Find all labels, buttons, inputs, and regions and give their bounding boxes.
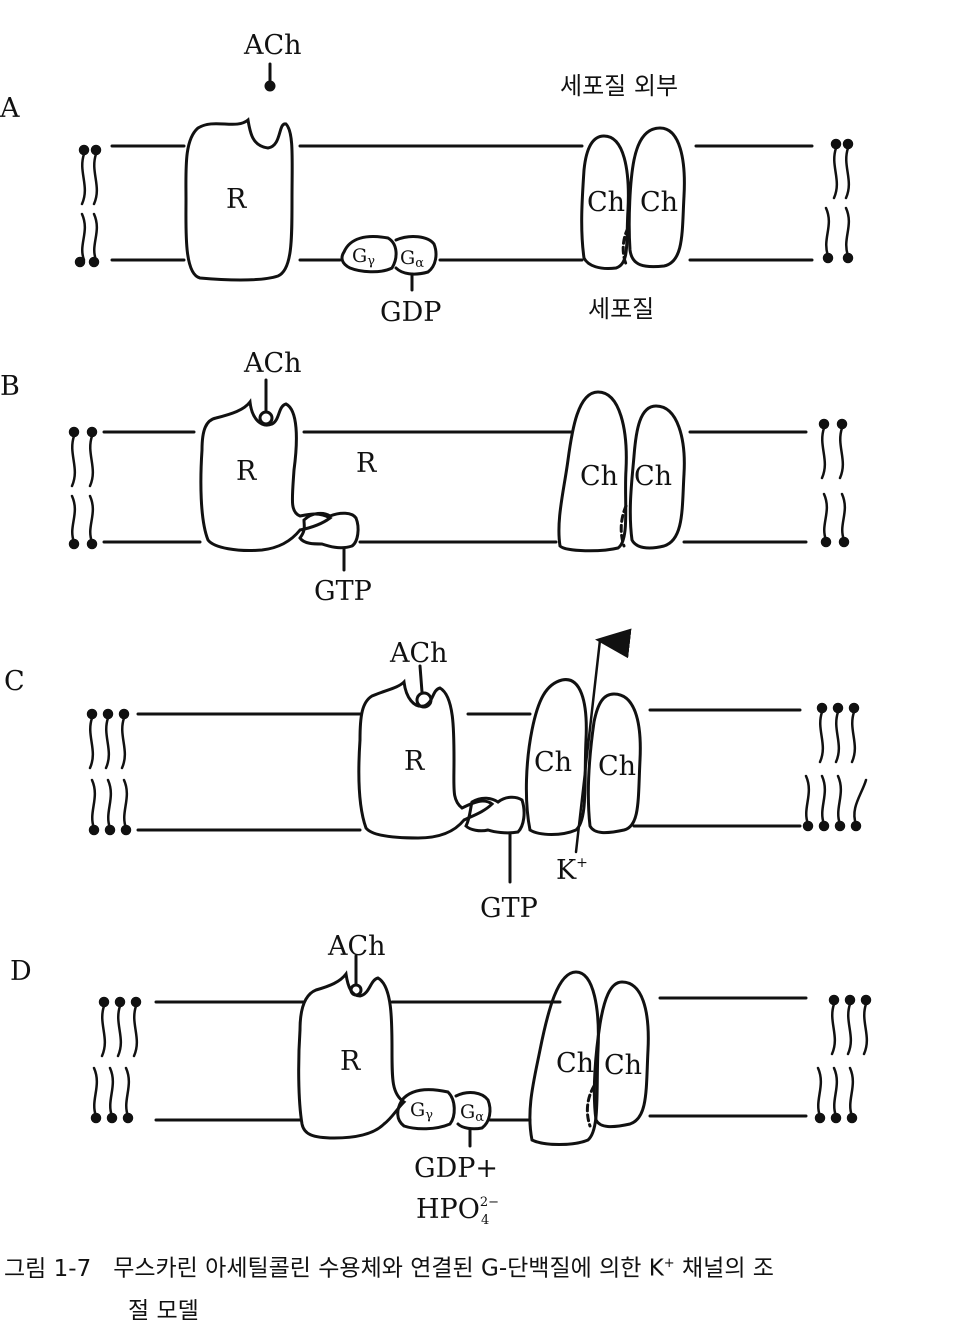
ach-bound-icon [415, 691, 433, 709]
ach-label: ACh [243, 348, 302, 379]
channel-right-shape [592, 980, 650, 1129]
figure-caption: 그림 1-7 무스카린 아세틸콜린 수용체와 연결된 G-단백질에 의한 K+ 채… [4, 1243, 964, 1332]
receptor-label: R [404, 746, 425, 777]
gdp-label: GDP [380, 297, 441, 328]
g-protein-alpha-label: Gα [400, 247, 424, 271]
lipid-bilayer-right-icon [822, 138, 854, 264]
lipid-bilayer-left-icon [74, 144, 102, 268]
g-protein-gamma-label: Gγ [352, 245, 375, 269]
channel-dashed-outline [585, 1084, 596, 1128]
lipid-bilayer-left-icon [90, 996, 142, 1124]
channel-label: Ch [604, 1050, 642, 1081]
ach-label: ACh [389, 638, 448, 669]
channel-left-shape [580, 134, 630, 270]
channel-label: Ch [580, 461, 618, 492]
gdp-label: GDP+ [414, 1153, 498, 1184]
channel-label: Ch [640, 187, 678, 218]
channel-left-shape [557, 390, 628, 553]
g-protein-alpha-label: Gα [460, 1101, 484, 1125]
panel-label-d: D [10, 956, 32, 987]
g-protein-alpha-shape [394, 235, 438, 276]
panel-a-labels: A ACh R Ch Ch Gγ Gα GDP 세포질 외부 세포질 [0, 30, 678, 328]
phosphate-label: HPO2−4 [416, 1194, 499, 1228]
ach-label: ACh [243, 30, 302, 61]
lipid-bilayer-left-icon [68, 426, 98, 550]
caption-number: 그림 1-7 [4, 1255, 92, 1282]
receptor-label: R [226, 184, 247, 215]
receptor-r-shape [184, 117, 294, 282]
channel-dashed-outline [619, 504, 628, 548]
caption-line-2: 절 모델 [128, 1297, 199, 1324]
g-protein-gamma-shape [340, 235, 398, 274]
ach-molecule-icon [264, 80, 276, 92]
panel-c-labels: C ACh R Ch Ch K+ GTP [4, 638, 636, 924]
cytoplasm-label: 세포질 [588, 295, 654, 323]
channel-right-shape [627, 126, 686, 269]
lipid-bilayer-right-icon [802, 702, 868, 832]
panel-c [86, 628, 868, 884]
channel-label: Ch [587, 187, 625, 218]
channel-label: Ch [598, 751, 636, 782]
channel-label: Ch [556, 1048, 594, 1079]
lipid-bilayer-left-icon [86, 708, 132, 836]
g-protein-gamma-shape [396, 1088, 456, 1131]
k-ion-label: K+ [556, 855, 588, 886]
panel-a [74, 62, 854, 292]
panel-label-c: C [4, 666, 25, 697]
g-protein-gamma-label: Gγ [410, 1099, 433, 1123]
panel-d [90, 954, 872, 1148]
extracellular-label: 세포질 외부 [560, 72, 678, 100]
panel-label-b: B [0, 371, 20, 402]
lipid-bilayer-right-icon [818, 418, 850, 548]
panel-label-a: A [0, 93, 20, 124]
gtp-label: GTP [480, 893, 538, 924]
receptor-label: R [340, 1046, 361, 1077]
caption-superscript: + [663, 1256, 675, 1271]
panel-b [68, 378, 850, 572]
ach-label: ACh [327, 931, 386, 962]
channel-right-shape [628, 404, 686, 550]
lipid-bilayer-right-icon [814, 994, 872, 1124]
ach-bound-icon [258, 410, 274, 426]
g-protein-alpha-shape [454, 1091, 492, 1131]
channel-left-shape [524, 678, 588, 836]
ach-bound-icon [349, 983, 363, 997]
receptor-label-extra: R [356, 448, 377, 479]
panel-d-labels: D ACh R Ch Ch Gγ Gα GDP+ HPO2−4 [10, 931, 642, 1228]
caption-text: 무스카린 아세틸콜린 수용체와 연결된 G-단백질에 의한 K [113, 1255, 664, 1282]
gtp-label: GTP [314, 576, 372, 607]
channel-label: Ch [534, 747, 572, 778]
channel-right-shape [586, 692, 642, 835]
g-protein-shape [298, 511, 360, 550]
g-protein-shape [464, 795, 526, 835]
k-ion-flow-arrow [574, 628, 632, 854]
ach-pointer [418, 664, 424, 694]
channel-label: Ch [634, 461, 672, 492]
panel-b-labels: B ACh R R Ch Ch GTP [0, 348, 672, 607]
receptor-label: R [236, 456, 257, 487]
channel-dashed-outline [621, 226, 630, 266]
figure-diagram: A ACh R Ch Ch Gγ Gα GDP 세포질 외부 세포질 [0, 30, 872, 1228]
caption-text-end: 채널의 조 [674, 1255, 774, 1282]
